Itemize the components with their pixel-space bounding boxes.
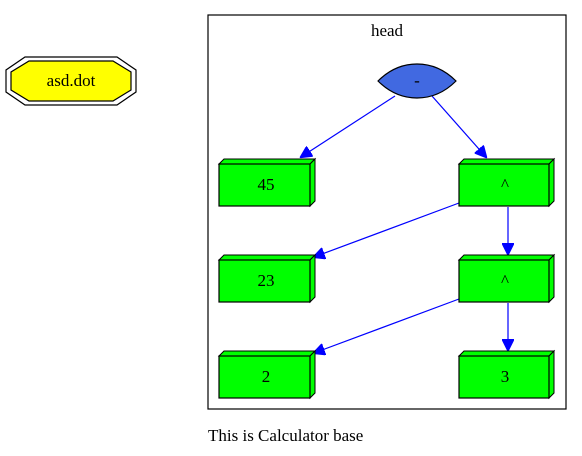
node-45-label: 45 [258, 175, 275, 194]
edge-pow2-to-2 [314, 298, 460, 353]
node-root-label: - [414, 71, 420, 90]
node-root: - [377, 63, 457, 99]
node-45: 45 [217, 157, 317, 208]
edge-root-to-pow1 [431, 95, 486, 157]
node-pow2: ^ [457, 253, 556, 304]
node-2-label: 2 [262, 367, 271, 386]
file-node: asd.dot [5, 56, 137, 106]
node-pow1: ^ [457, 157, 556, 208]
graph-caption: This is Calculator base [208, 426, 363, 445]
node-pow1-label: ^ [501, 175, 509, 194]
file-node-label: asd.dot [47, 71, 96, 90]
edges [301, 95, 508, 353]
node-2: 2 [217, 349, 317, 400]
node-23-label: 23 [258, 271, 275, 290]
edge-pow1-to-23 [314, 202, 460, 257]
cluster-head-box [207, 14, 567, 410]
node-3-label: 3 [501, 367, 510, 386]
node-23: 23 [217, 253, 317, 304]
cluster-label: head [371, 21, 404, 40]
node-pow2-label: ^ [501, 271, 509, 290]
edge-root-to-45 [301, 95, 396, 157]
node-3: 3 [457, 349, 556, 400]
